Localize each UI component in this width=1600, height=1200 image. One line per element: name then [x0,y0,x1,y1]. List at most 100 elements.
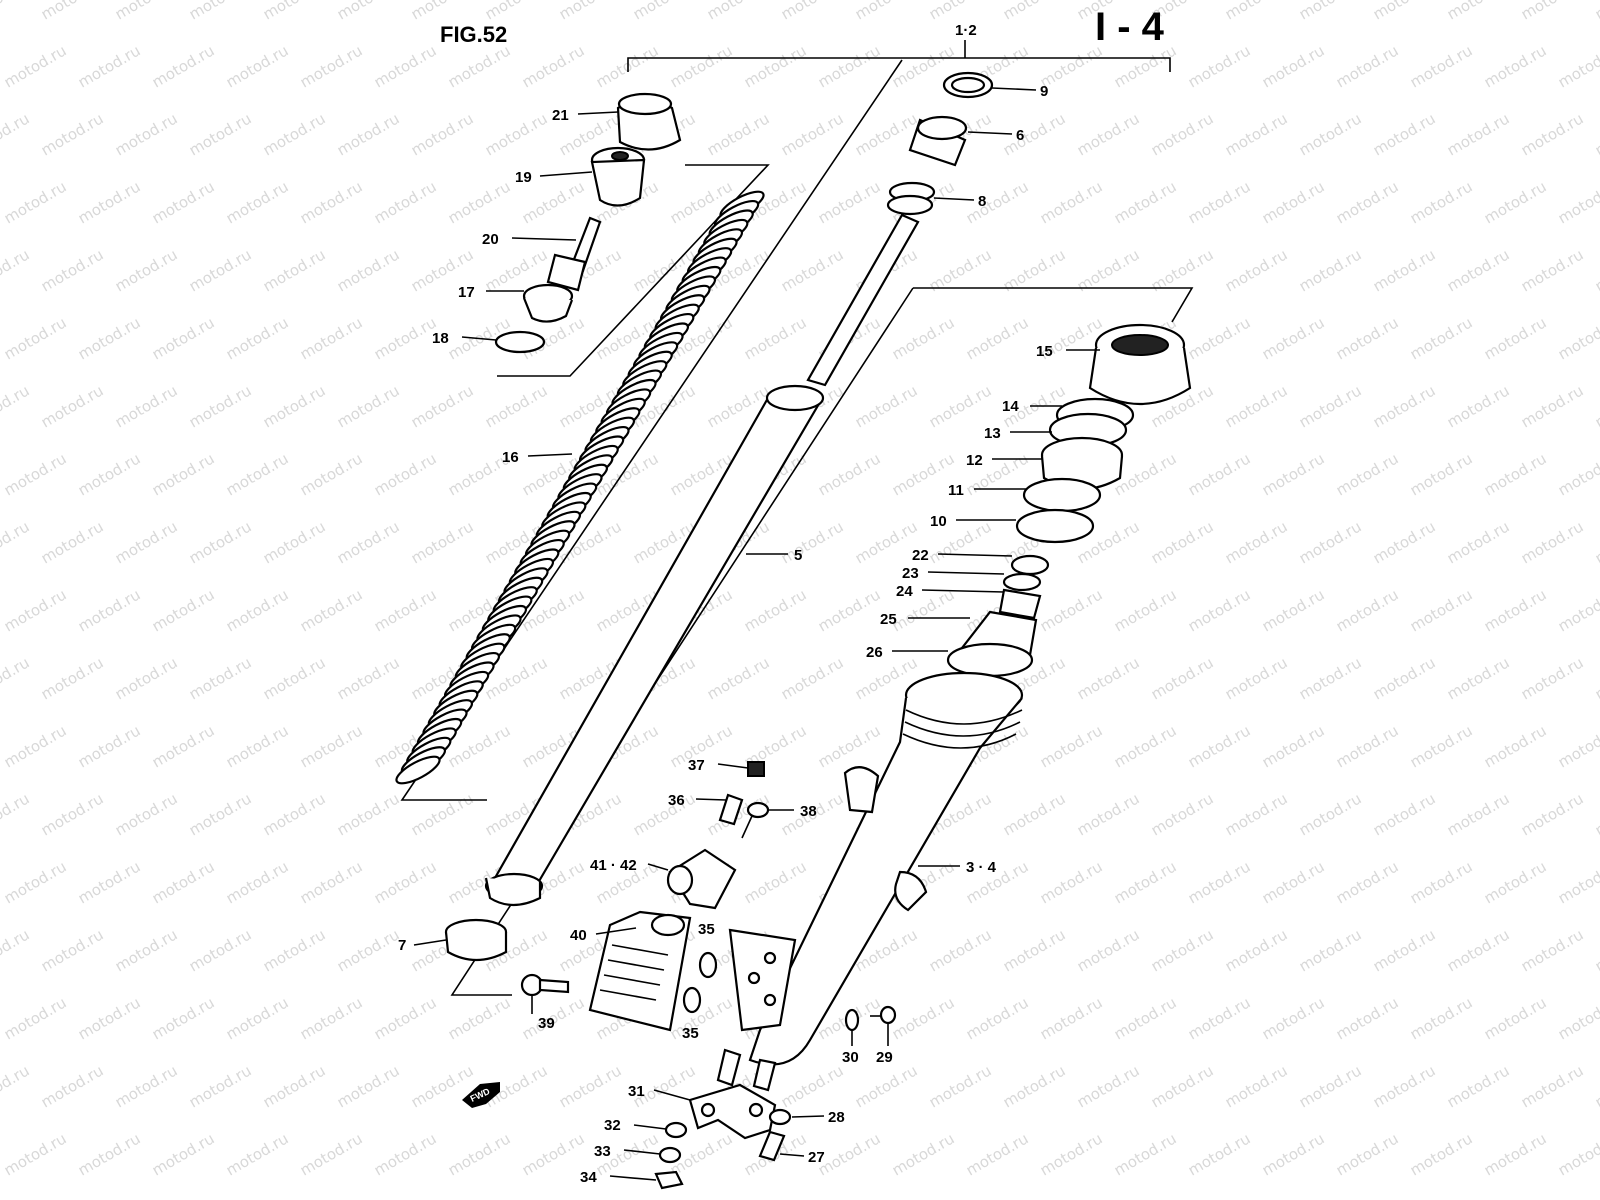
part-label-p15: 15 [1036,343,1053,360]
watermark-text: motod.ru [1333,721,1402,771]
watermark-text: motod.ru [260,381,329,431]
watermark-text: motod.ru [1370,1061,1439,1111]
watermark-text: motod.ru [815,449,884,499]
watermark-text: motod.ru [704,109,773,159]
leader-line-p19 [539,171,593,177]
watermark-text: motod.ru [38,925,107,975]
watermark-text: motod.ru [38,1061,107,1111]
watermark-text: motod.ru [1148,1061,1217,1111]
watermark-text: motod.ru [1370,925,1439,975]
watermark-text: motod.ru [297,177,366,227]
watermark-text: motod.ru [1407,585,1476,635]
watermark-text: motod.ru [75,993,144,1043]
part-37-bolt [747,761,765,777]
watermark-text: motod.ru [186,381,255,431]
leader-line-p37 [717,763,749,769]
part-label-p14: 14 [1002,398,1019,415]
part-24-piece [998,588,1042,620]
watermark-text: motod.ru [38,653,107,703]
watermark-text: motod.ru [1,857,70,907]
watermark-text: motod.ru [1185,177,1254,227]
watermark-text: motod.ru [297,41,366,91]
watermark-text: motod.ru [1000,925,1069,975]
watermark-text: motod.ru [371,857,440,907]
watermark-text: motod.ru [1444,0,1513,23]
figure-label: FIG.52 [440,22,507,47]
watermark-text: motod.ru [0,789,32,839]
watermark-text: motod.ru [1185,41,1254,91]
watermark-text: motod.ru [445,177,514,227]
part-16-spring [395,190,765,785]
watermark-text: motod.ru [149,585,218,635]
watermark-text: motod.ru [186,0,255,23]
watermark-text: motod.ru [0,1061,32,1111]
leader-lines [413,87,1100,1181]
watermark-text: motod.ru [0,109,32,159]
watermark-text: motod.ru [1,1129,70,1179]
watermark-text: motod.ru [1407,721,1476,771]
watermark-text: motod.ru [260,517,329,567]
watermark-text: motod.ru [1074,109,1143,159]
watermark-text: motod.ru [223,449,292,499]
damper-rod [806,213,920,387]
watermark-text: motod.ru [408,789,477,839]
watermark-text: motod.ru [1481,721,1550,771]
part-29-screw [870,1005,897,1025]
watermark-text: motod.ru [1,449,70,499]
watermark-text: motod.ru [1518,0,1587,23]
watermark-text: motod.ru [852,0,921,23]
watermark-text: motod.ru [75,585,144,635]
watermark-text: motod.ru [334,381,403,431]
leader-line-p34 [609,1175,657,1181]
watermark-text: motod.ru [1555,449,1600,499]
part-32-washer [664,1121,688,1139]
watermark-text: motod.ru [371,1129,440,1179]
watermark-text: motod.ru [75,1129,144,1179]
watermark-text: motod.ru [815,177,884,227]
watermark-text: motod.ru [1518,925,1587,975]
watermark-text: motod.ru [112,1061,181,1111]
watermark-text: motod.ru [889,1129,958,1179]
watermark-text: motod.ru [186,517,255,567]
watermark-text: motod.ru [112,653,181,703]
leader-line-p20 [511,237,577,241]
watermark-text: motod.ru [1185,313,1254,363]
leader-line-p18 [461,336,497,341]
watermark-text: motod.ru [1481,449,1550,499]
watermark-text: motod.ru [1296,925,1365,975]
watermark-text: motod.ru [1037,585,1106,635]
leader-line-p9 [991,87,1037,91]
part-label-p30: 30 [842,1049,859,1066]
part-label-p13: 13 [984,425,1001,442]
watermark-text: motod.ru [1518,109,1587,159]
part-23-ring [1002,572,1042,592]
outer-group-frame-left [450,287,914,996]
watermark-text: motod.ru [1407,41,1476,91]
watermark-text: motod.ru [1296,789,1365,839]
watermark-text: motod.ru [741,585,810,635]
spring-group-frame [400,59,903,801]
watermark-text: motod.ru [186,245,255,295]
watermark-text: motod.ru [778,1061,847,1111]
watermark-text: motod.ru [1037,993,1106,1043]
watermark-text: motod.ru [75,721,144,771]
watermark-text: motod.ru [1370,245,1439,295]
watermark-text: motod.ru [1518,789,1587,839]
watermark-text: motod.ru [149,857,218,907]
part-label-p9: 9 [1040,83,1048,100]
watermark-text: motod.ru [1259,721,1328,771]
part-label-p41: 41 · 42 [590,857,637,874]
watermark-text: motod.ru [1333,585,1402,635]
part-label-p25: 25 [880,611,897,628]
part-label-p11: 11 [948,482,964,499]
watermark-text: motod.ru [149,993,218,1043]
watermark-text: motod.ru [38,789,107,839]
watermark-text: motod.ru [260,653,329,703]
part-label-p7: 7 [398,937,406,954]
watermark-text: motod.ru [1518,517,1587,567]
watermark-text: motod.ru [1481,177,1550,227]
watermark-text: motod.ru [1222,517,1291,567]
watermark-text: motod.ru [1037,177,1106,227]
watermark-text: motod.ru [1333,313,1402,363]
leader-line-p31 [653,1089,691,1101]
